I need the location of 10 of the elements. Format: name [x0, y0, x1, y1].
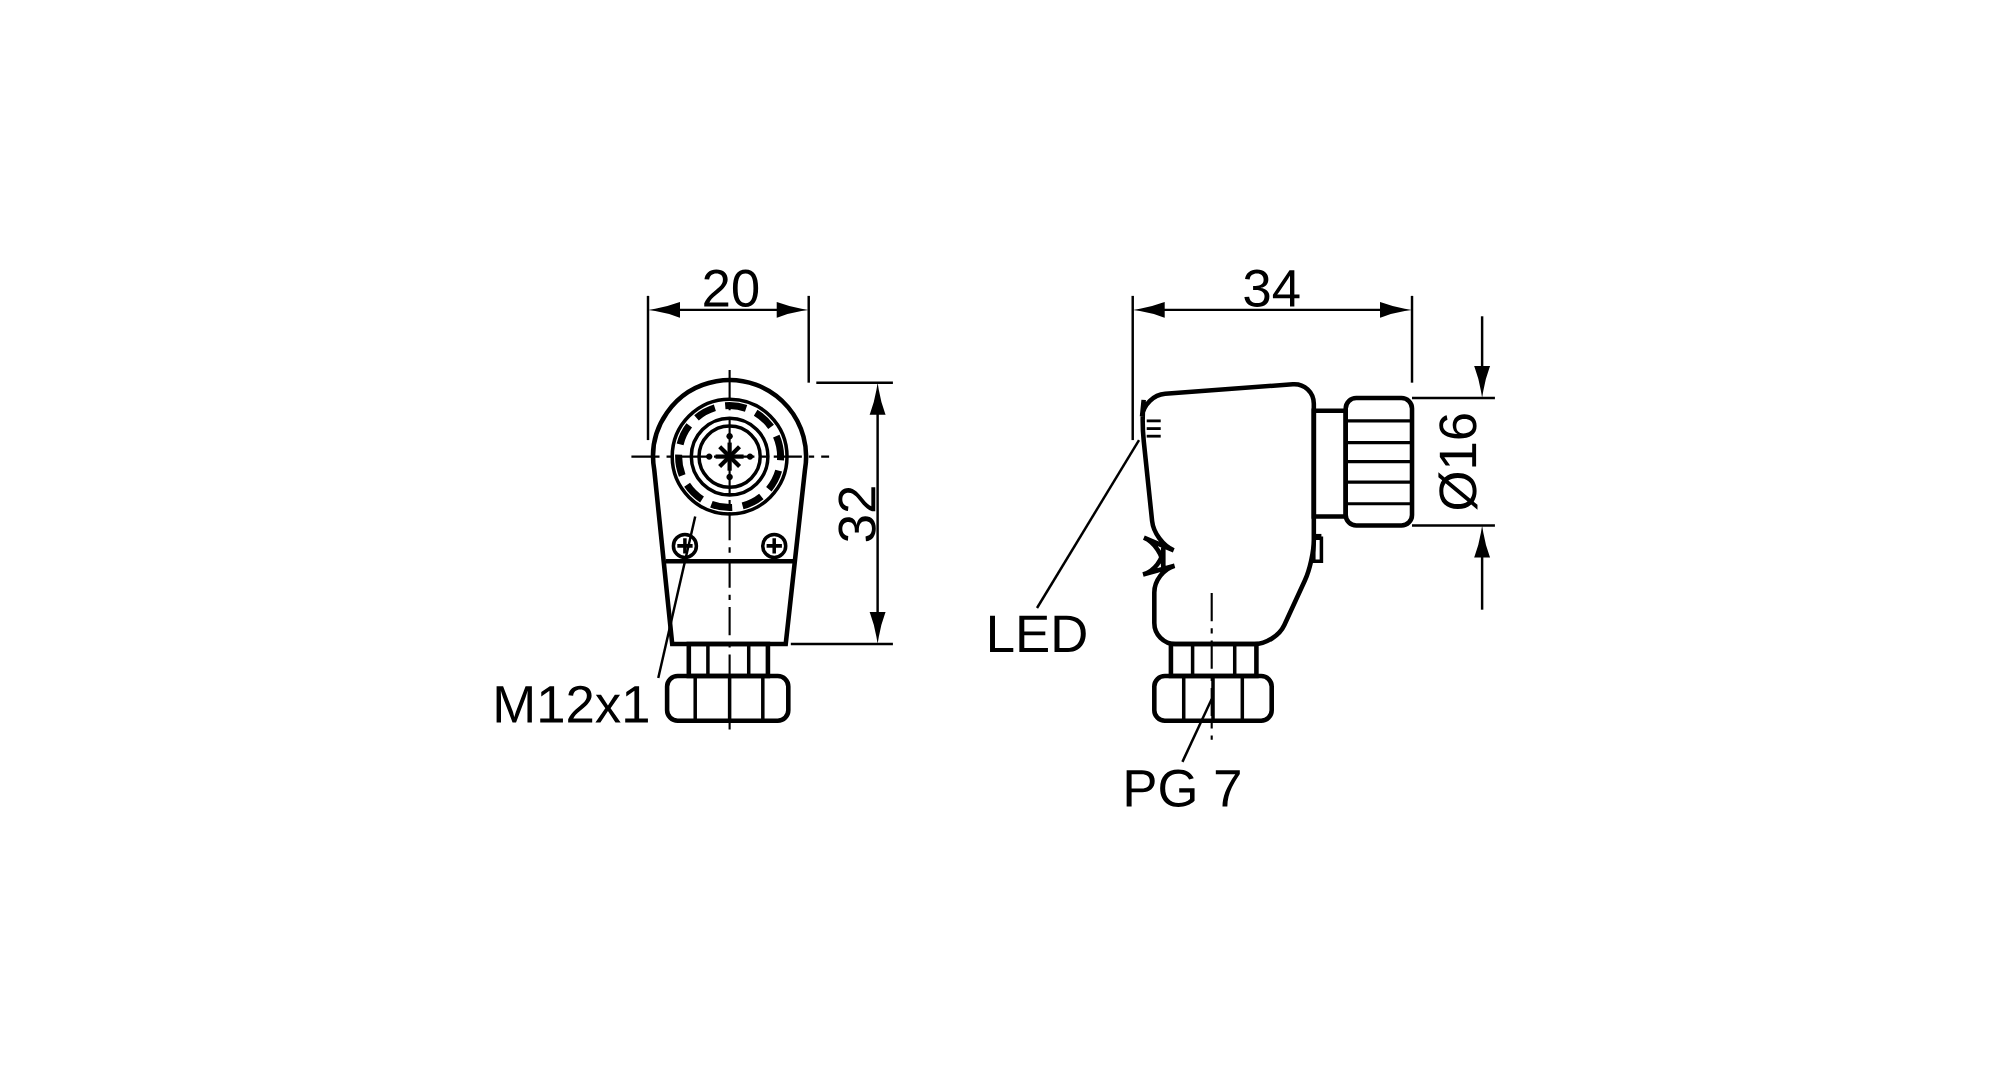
dimension-text: 20: [704, 269, 759, 307]
dimension-text: 34: [1244, 269, 1300, 307]
leader-line: [657, 516, 697, 679]
part-label: LED: [990, 615, 1086, 652]
part-label: M12x1: [496, 685, 648, 723]
dimension-text: Ø16: [1438, 414, 1478, 510]
leader-line: [1181, 698, 1213, 763]
leader-line: [1035, 439, 1141, 609]
part-label: PG 7: [1126, 769, 1240, 807]
dimension-text: 32: [838, 487, 876, 542]
